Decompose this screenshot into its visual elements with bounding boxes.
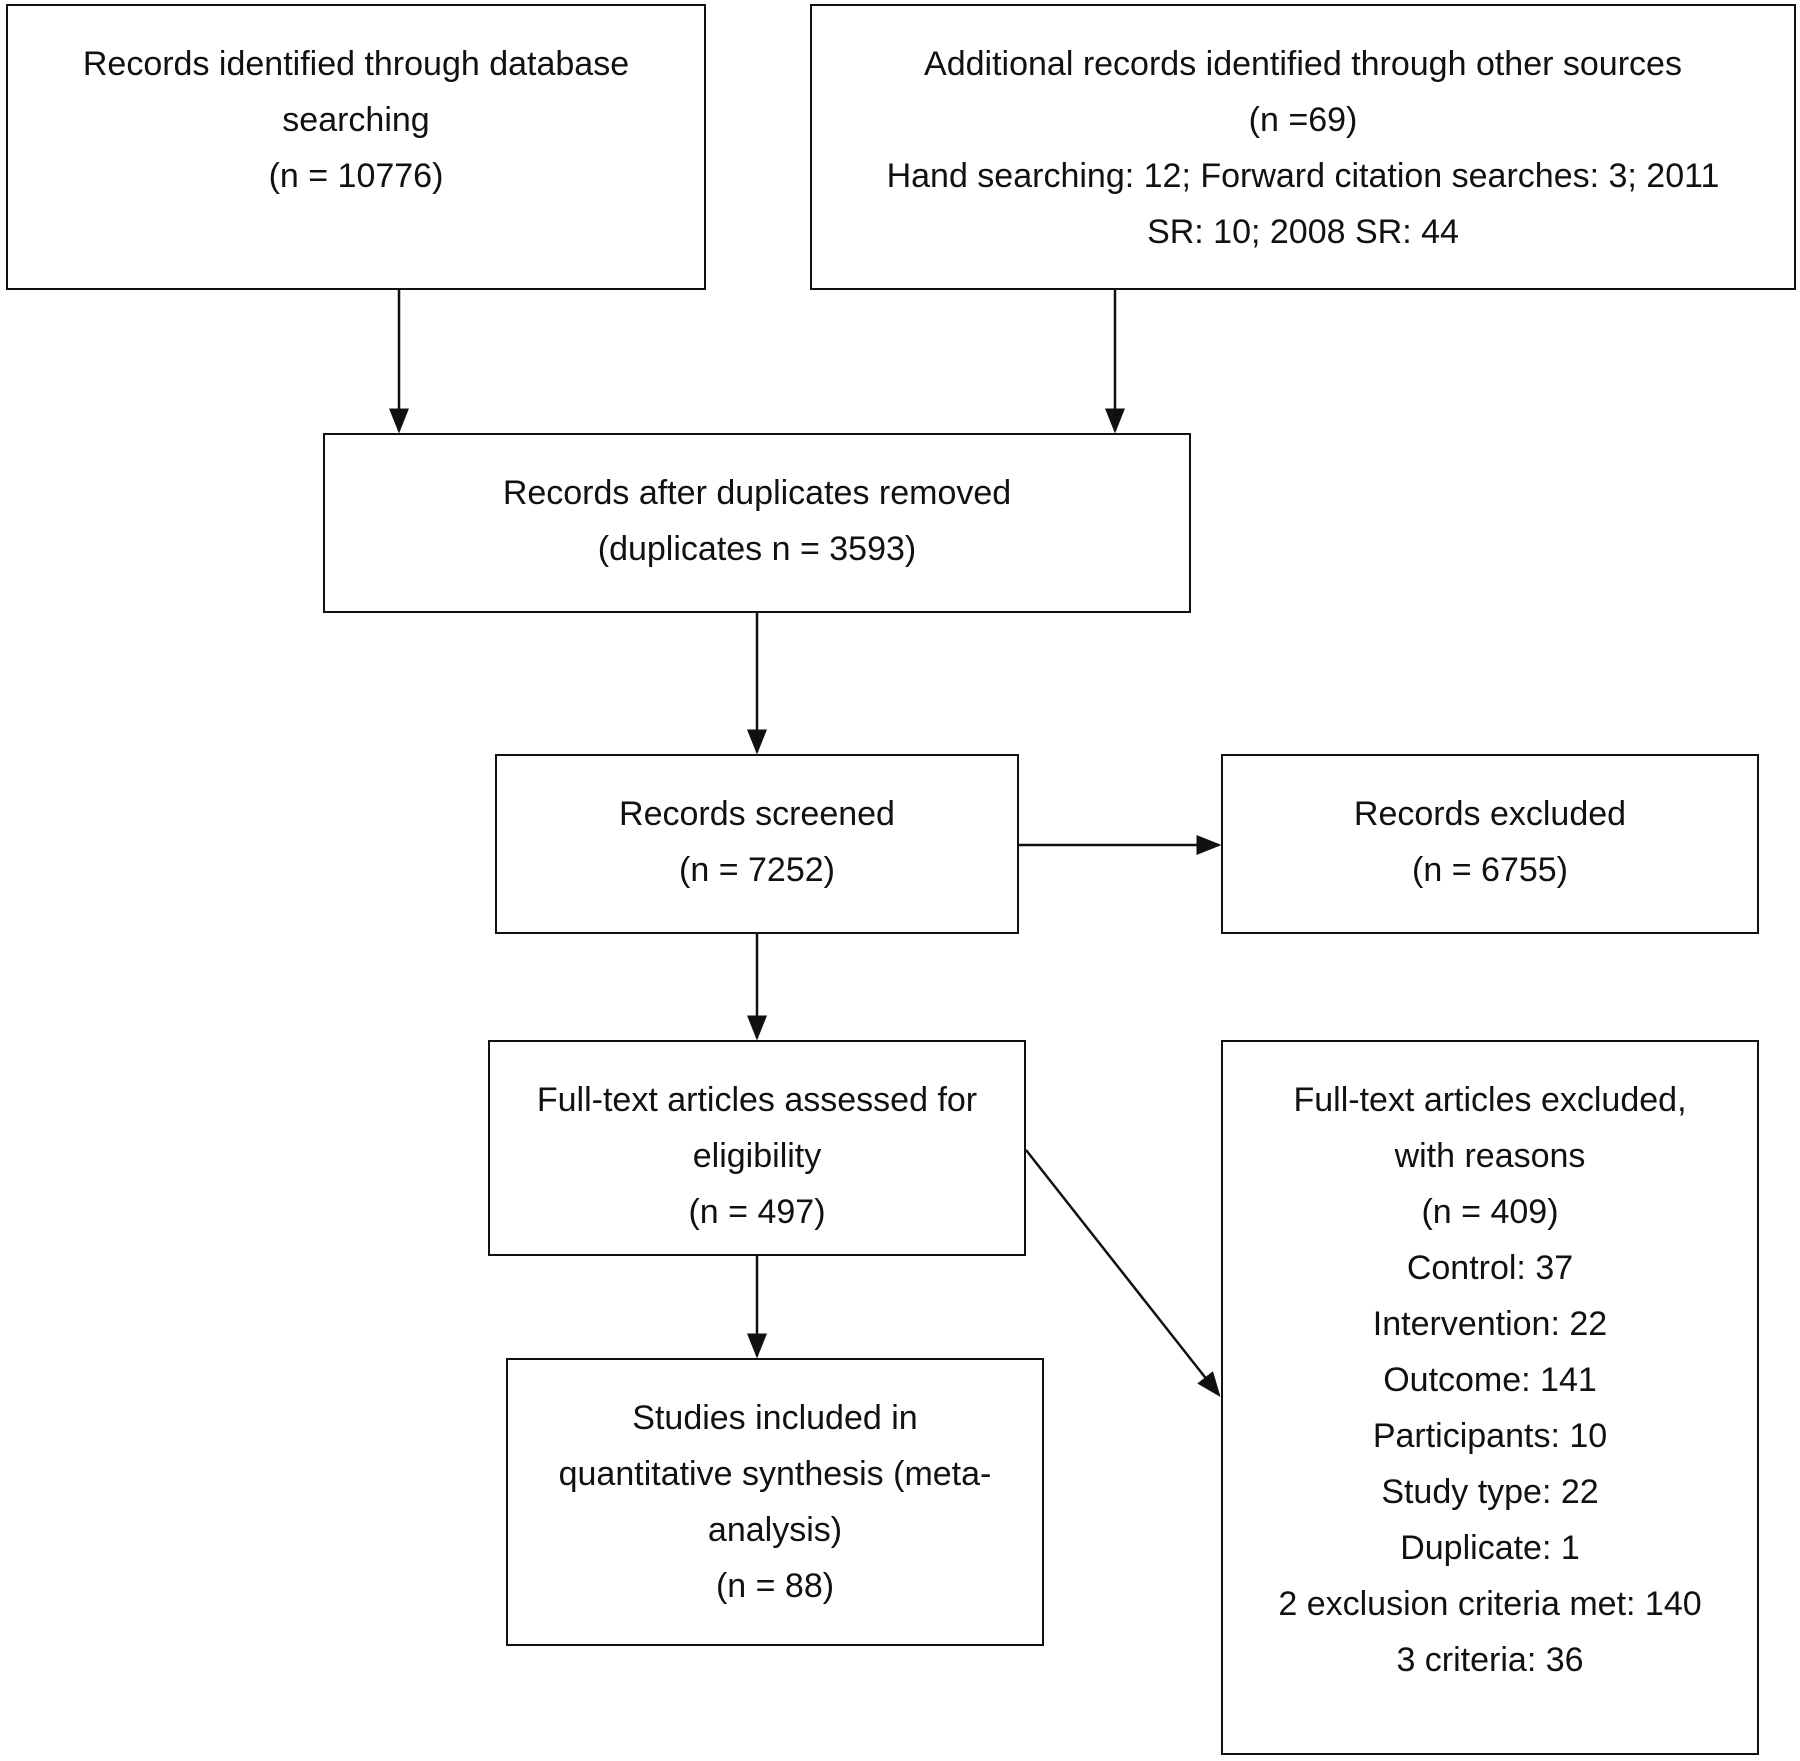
box-line: analysis) xyxy=(707,1511,843,1549)
box-line: eligibility xyxy=(692,1137,822,1175)
box-line: SR: 10; 2008 SR: 44 xyxy=(1147,213,1459,251)
box-line: Records identified through database xyxy=(82,45,630,83)
arrow-fulltext-to-fulltext-excluded xyxy=(1025,1149,1221,1397)
box-line: Full-text articles assessed for xyxy=(536,1081,978,1119)
box-line: Outcome: 141 xyxy=(1383,1361,1597,1399)
fulltext-excluded-box: Full-text articles excluded, with reason… xyxy=(1221,1040,1759,1755)
box-line: Records after duplicates removed xyxy=(502,474,1012,512)
box-line: Study type: 22 xyxy=(1381,1473,1599,1511)
studies-included-box: Studies included in quantitative synthes… xyxy=(506,1358,1044,1646)
records-excluded-box: Records excluded (n = 6755) xyxy=(1221,754,1759,934)
box-line: with reasons xyxy=(1394,1137,1586,1175)
box-line: Studies included in xyxy=(632,1399,918,1437)
box-line: (duplicates n = 3593) xyxy=(597,530,917,568)
box-line: Control: 37 xyxy=(1406,1249,1574,1287)
box-line: (n = 6755) xyxy=(1412,851,1568,889)
box-line: (n = 409) xyxy=(1421,1193,1559,1231)
box-line: (n = 7252) xyxy=(679,851,835,889)
box-line: Records screened xyxy=(619,795,895,833)
box-line: (n = 497) xyxy=(688,1193,826,1231)
records-after-duplicates-box: Records after duplicates removed (duplic… xyxy=(323,433,1191,613)
box-line: 3 criteria: 36 xyxy=(1396,1641,1584,1679)
box-line: Intervention: 22 xyxy=(1372,1305,1608,1343)
box-line: (n = 88) xyxy=(715,1567,835,1605)
fulltext-assessed-box: Full-text articles assessed for eligibil… xyxy=(488,1040,1026,1256)
box-line: quantitative synthesis (meta- xyxy=(558,1455,992,1493)
box-line: searching xyxy=(282,101,430,139)
box-line: Records excluded xyxy=(1353,795,1627,833)
box-line: Participants: 10 xyxy=(1372,1417,1608,1455)
box-line: (n =69) xyxy=(1248,101,1358,139)
box-line: 2 exclusion criteria met: 140 xyxy=(1278,1585,1702,1623)
box-line: Duplicate: 1 xyxy=(1400,1529,1580,1567)
records-screened-box: Records screened (n = 7252) xyxy=(495,754,1019,934)
box-line: Additional records identified through ot… xyxy=(924,45,1682,83)
box-line: (n = 10776) xyxy=(268,157,444,195)
additional-records-box: Additional records identified through ot… xyxy=(810,4,1796,290)
box-line: Full-text articles excluded, xyxy=(1293,1081,1687,1119)
records-identified-database-box: Records identified through database sear… xyxy=(6,4,706,290)
box-line: Hand searching: 12; Forward citation sea… xyxy=(886,157,1720,195)
